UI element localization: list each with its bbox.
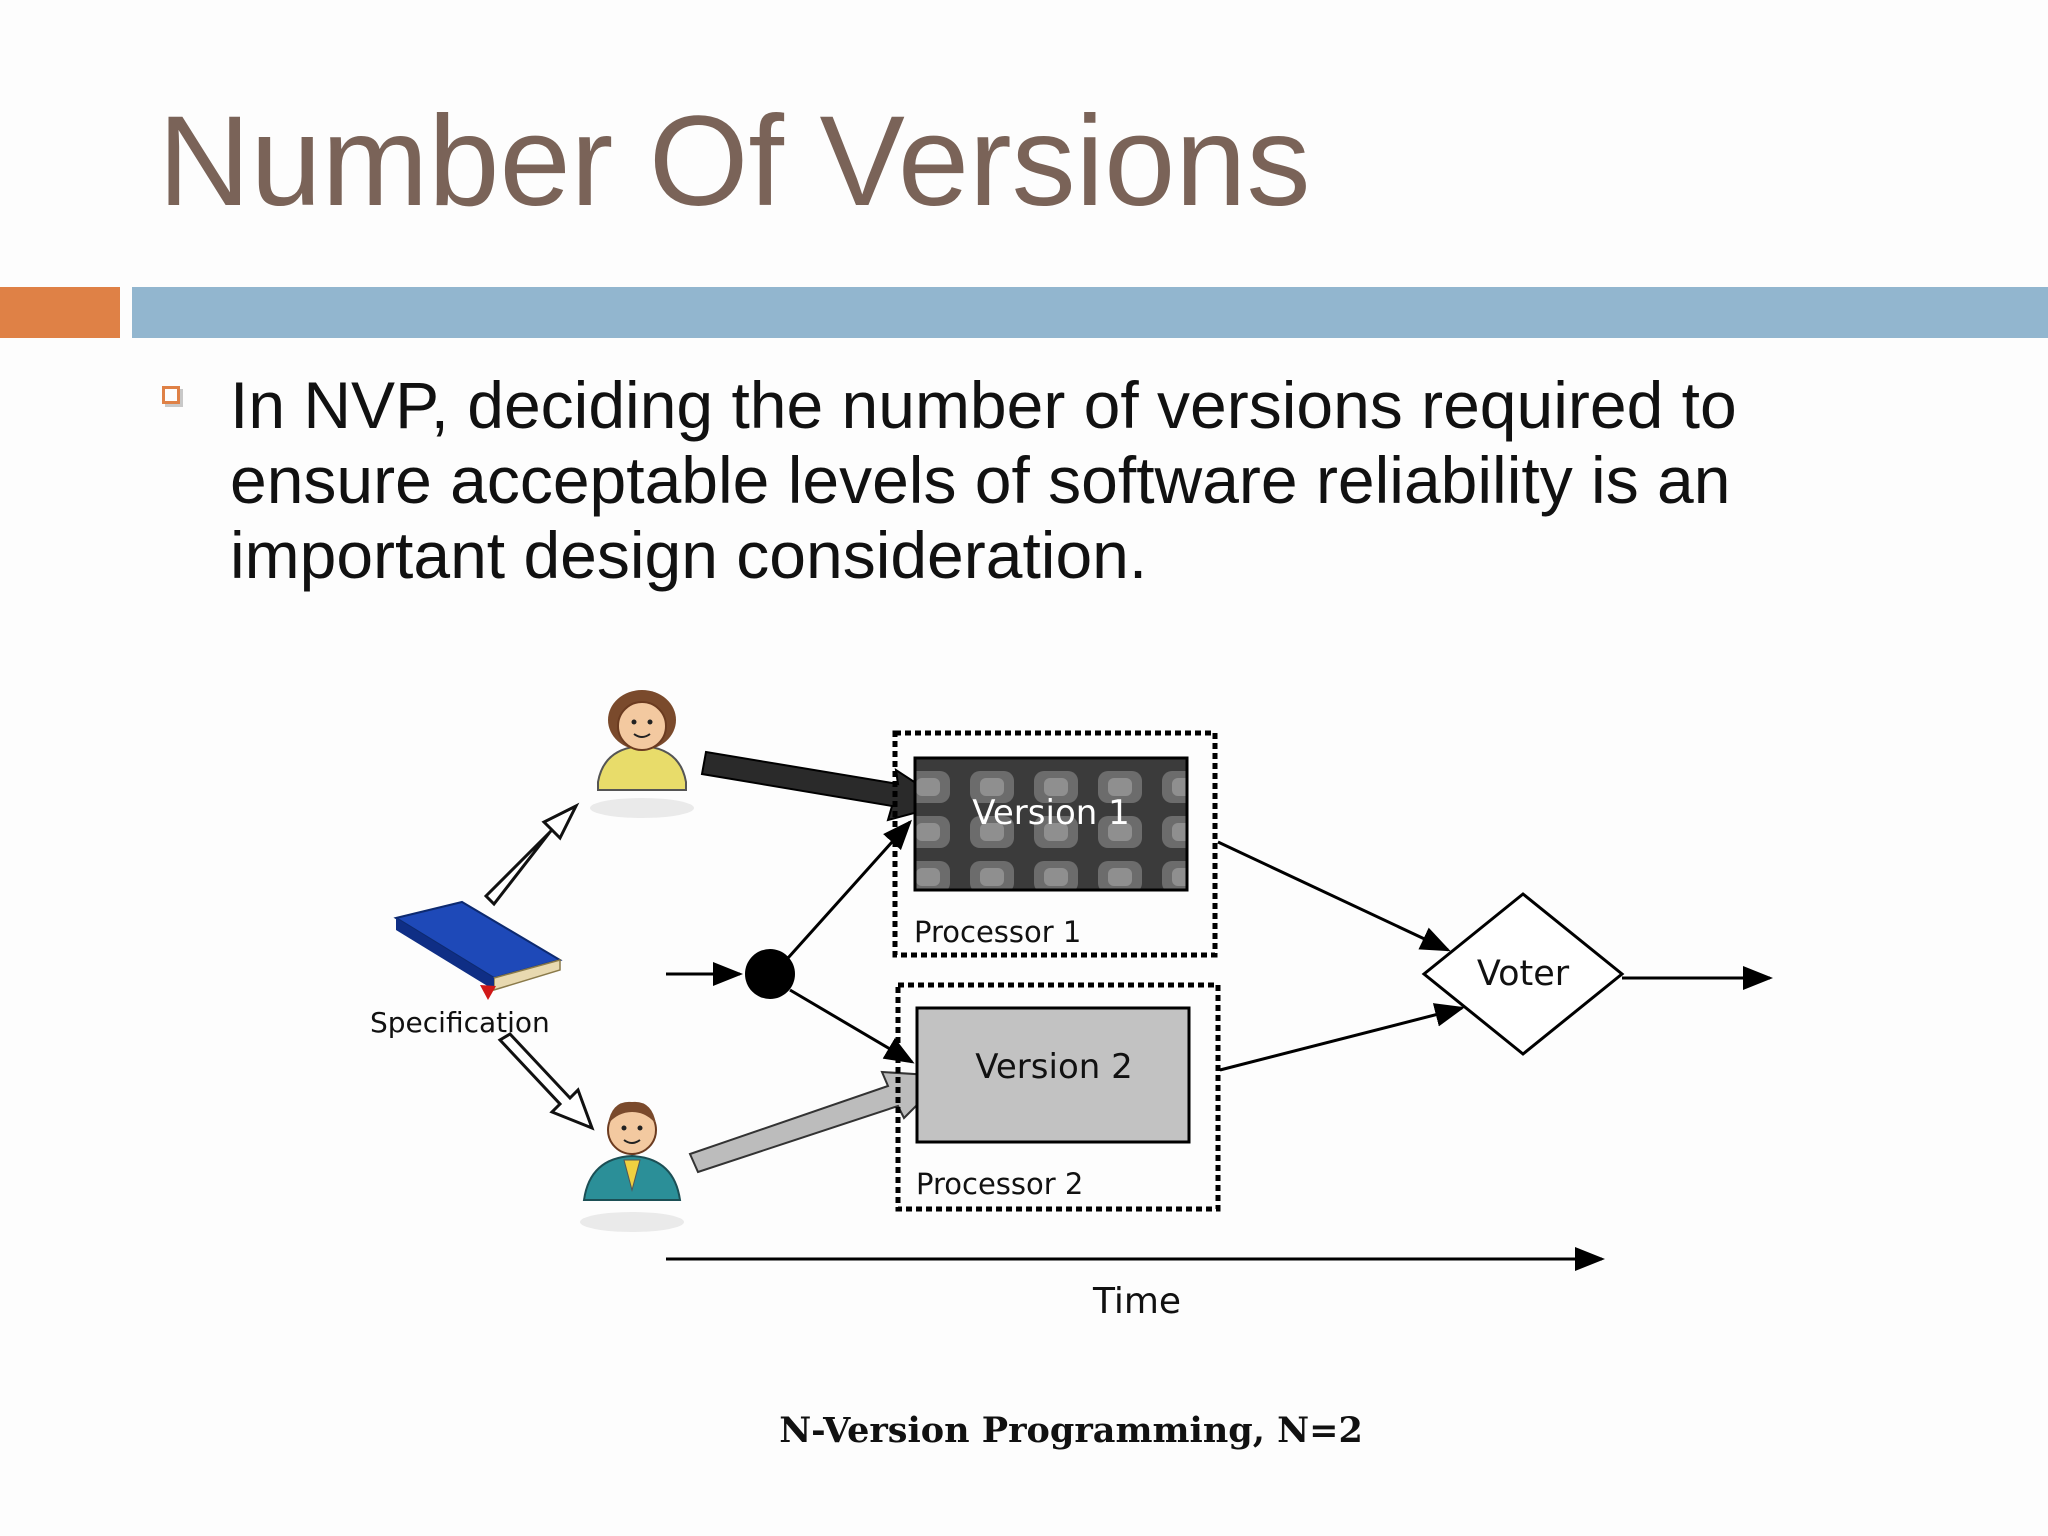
developer-man-icon <box>580 1101 684 1232</box>
specification-label: Specification <box>370 1006 550 1039</box>
fork-to-version1-arrow <box>786 819 913 960</box>
processor1-label: Processor 1 <box>914 915 1081 949</box>
fork-to-version2-arrow <box>789 988 915 1064</box>
version1-to-voter-arrow <box>1217 840 1451 952</box>
developer1-to-version1-arrow <box>700 750 951 822</box>
slide-title: Number Of Versions <box>158 90 1311 233</box>
processor1-box <box>892 730 1218 958</box>
bullet-text: In NVP, deciding the number of versions … <box>230 368 1737 592</box>
title-accent-bar <box>0 287 120 338</box>
diagram-caption: N-Version Programming, N=2 <box>779 1410 1363 1451</box>
book-icon <box>393 900 563 1000</box>
time-label: Time <box>1092 1281 1181 1322</box>
title-divider-bar <box>132 287 2048 338</box>
version2-box <box>915 1006 1191 1144</box>
developer-woman-icon <box>590 690 694 818</box>
version2-label: Version 2 <box>975 1047 1132 1087</box>
processor2-label: Processor 2 <box>916 1167 1083 1201</box>
spec-to-developer2-arrow <box>497 1032 595 1131</box>
version2-to-voter-arrow <box>1219 1003 1465 1072</box>
version1-box <box>913 756 1189 892</box>
processor2-box <box>895 982 1221 1212</box>
spec-to-developer1-arrow <box>483 802 580 907</box>
fork-node <box>745 949 795 999</box>
voter-diamond <box>1421 892 1625 1056</box>
bullet-square-icon <box>162 386 180 404</box>
version1-label: Version 1 <box>972 793 1129 833</box>
voter-label: Voter <box>1477 954 1570 994</box>
developer2-to-version2-arrow <box>688 1070 949 1174</box>
